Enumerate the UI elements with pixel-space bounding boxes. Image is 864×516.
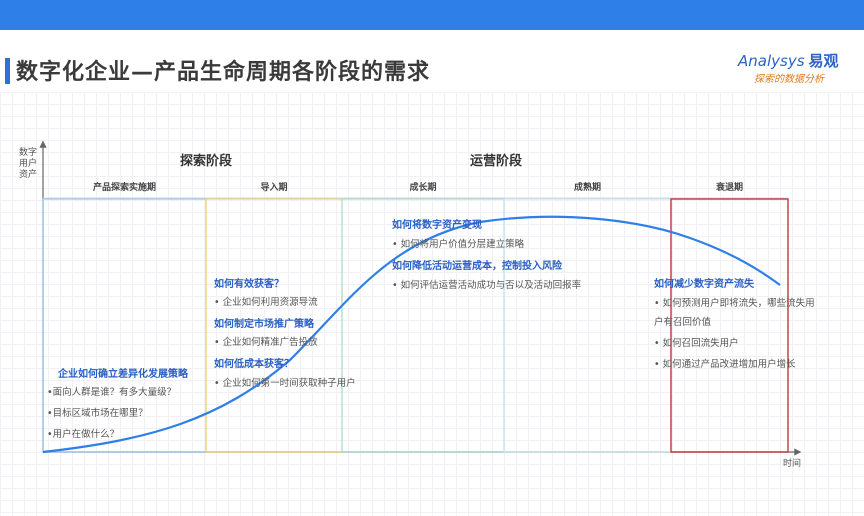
decline-bullet-1b: 户有召回价值 — [654, 317, 712, 328]
stage-label-introduction: 导入期 — [260, 183, 288, 193]
growth-question-2: 如何降低活动运营成本，控制投入风险 — [392, 261, 562, 272]
stage-label-growth: 成长期 — [409, 183, 437, 193]
stage-label-exploration: 产品探索实施期 — [92, 183, 156, 193]
explore-question: 企业如何确立差异化发展策略 — [58, 369, 188, 380]
stage-box-decline — [670, 198, 789, 453]
explore-bullet-3: •用户在做什么？ — [47, 429, 120, 440]
intro-question-3: 如何低成本获客？ — [214, 359, 294, 370]
y-axis-label: 数字用户资产 — [18, 148, 37, 180]
decline-bullet-3: • 如何通过产品改进增加用户增长 — [654, 359, 796, 370]
decline-question: 如何减少数字资产流失 — [654, 279, 754, 290]
decline-bullet-1a: • 如何预测用户即将流失，哪些流失用 — [654, 298, 815, 309]
decline-bullet-2: • 如何召回流失用户 — [654, 338, 739, 349]
stage-label-maturity: 成熟期 — [573, 183, 601, 193]
x-axis-label: 时间 — [783, 459, 802, 469]
lifecycle-curve — [42, 215, 781, 454]
intro-bullet-2: • 企业如何精准广告投放 — [214, 337, 318, 348]
stage-box-maturity — [503, 198, 672, 453]
phase-operate-label: 运营阶段 — [470, 154, 523, 169]
intro-bullet-3: • 企业如何第一时间获取种子用户 — [214, 378, 356, 389]
intro-question-1: 如何有效获客？ — [214, 279, 284, 290]
logo-tagline: 探索的数据分析 — [754, 74, 824, 85]
intro-bullet-1: • 企业如何利用资源导流 — [214, 297, 318, 308]
background-grid — [0, 92, 864, 516]
logo-brand-cn: 易观 — [808, 52, 839, 70]
growth-bullet-1: • 如何将用户价值分层建立策略 — [392, 239, 525, 250]
growth-bullet-2: • 如何评估运营活动成功与否以及活动回报率 — [392, 280, 582, 291]
top-banner — [0, 0, 864, 30]
explore-bullet-1: •面向人群是谁？有多大量级？ — [47, 387, 177, 398]
intro-question-2: 如何制定市场推广策略 — [214, 319, 314, 330]
logo-brand-text: nalysys — [748, 52, 805, 70]
page-title: 数字化企业—产品生命周期各阶段的需求 — [16, 60, 431, 85]
stage-label-decline: 衰退期 — [715, 183, 743, 193]
explore-bullet-2: •目标区域市场在哪里？ — [47, 408, 148, 419]
phase-explore-label: 探索阶段 — [180, 154, 233, 169]
title-accent-bar — [5, 58, 10, 84]
logo-brand-mark: A — [738, 52, 749, 70]
growth-question-1: 如何将数字资产变现 — [392, 220, 482, 231]
